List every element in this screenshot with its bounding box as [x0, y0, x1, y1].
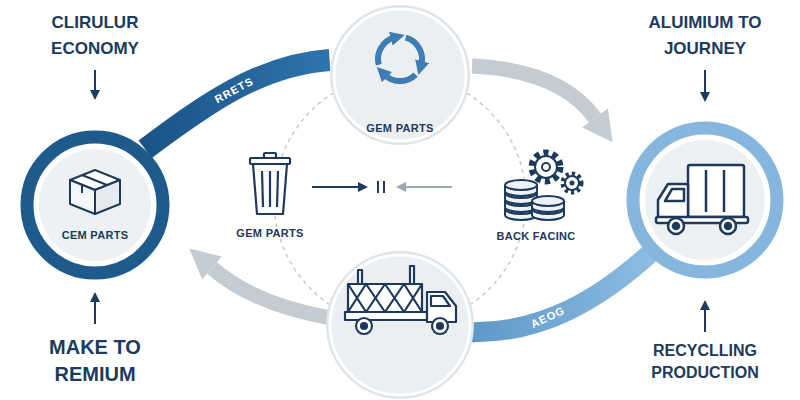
- truck-circle: [658, 184, 688, 220]
- truck-circle: [633, 128, 777, 272]
- recycle-icon: [384, 75, 415, 81]
- truck-circle: [348, 284, 422, 312]
- gear-coins-icon: [535, 156, 557, 178]
- flow-arrow: [472, 66, 595, 118]
- box-icon: [82, 175, 107, 185]
- pause-arrows: [312, 181, 452, 193]
- flow-arrow: [189, 248, 332, 318]
- recycle-icon: [406, 38, 422, 65]
- truck-circle: [656, 165, 748, 234]
- gear-coins-icon: [505, 180, 537, 190]
- truck-circle: [348, 284, 422, 312]
- bin-icon: [220, 150, 320, 220]
- heading-label: ALUIMIUM TO JOURNEY: [635, 10, 775, 62]
- truck-circle: [326, 251, 474, 399]
- flow-band: [145, 60, 329, 149]
- pause-arrows: [377, 181, 379, 193]
- truck-circle: [688, 165, 744, 217]
- pointer-arrow: [704, 70, 706, 100]
- truck-circle: [645, 140, 765, 260]
- heading-label: RECYCLLING PRODUCTION: [630, 340, 780, 384]
- box-icon: [70, 180, 95, 214]
- node-label: BACK FACINC: [476, 229, 596, 243]
- truck-circle: [432, 318, 448, 334]
- gear-coins-icon: [532, 153, 560, 181]
- flow-arrow: [582, 109, 613, 143]
- gear-coins-icon: [476, 145, 596, 225]
- truck-circle: [431, 296, 450, 306]
- flow-band: [466, 248, 656, 332]
- truck-circle: [720, 218, 736, 234]
- bin-icon: [250, 153, 290, 214]
- truck-circle: [723, 170, 726, 212]
- node-label: GEM PARTS: [328, 121, 472, 135]
- truck-circle: [345, 266, 456, 334]
- bin-icon: [269, 171, 271, 207]
- pointer-arrow: [94, 70, 96, 98]
- truck-circle: [330, 255, 470, 395]
- band-label: AEOG: [523, 301, 574, 334]
- truck-circle: [705, 170, 708, 212]
- box-icon: [95, 180, 120, 214]
- truck-circle: [410, 266, 414, 284]
- truck-circle: [345, 312, 427, 320]
- recycle-node: GEM PARTS: [328, 3, 472, 147]
- truck-circle: [668, 218, 684, 234]
- box-icon: [81, 185, 83, 193]
- truck-circle: [348, 284, 422, 312]
- truck-circle: [356, 318, 372, 334]
- recycle-icon: [378, 38, 394, 65]
- gear-coins-icon: [532, 196, 564, 206]
- bin-icon: [262, 171, 263, 207]
- truck-circle: [437, 323, 443, 329]
- band-label: RRETS: [195, 65, 272, 115]
- gear-coins-icon: [563, 174, 581, 192]
- node-label: CEM PARTS: [20, 228, 170, 242]
- box-icon: [70, 170, 120, 214]
- bin-icon: [277, 171, 278, 207]
- gear-coins-icon: [570, 181, 575, 186]
- ring-outline: [20, 130, 170, 280]
- bin-node: GEM PARTS: [220, 150, 320, 245]
- gear-coins-icon: [565, 176, 579, 190]
- gear-node: BACK FACINC: [476, 145, 596, 245]
- pointer-arrow: [704, 302, 706, 332]
- recycle-icon: [378, 38, 422, 81]
- heading-label: CLIRULUR ECONOMY: [30, 10, 160, 62]
- pause-arrows: [383, 181, 385, 193]
- pointer-arrow: [94, 294, 96, 324]
- flow-arrow: [472, 66, 613, 142]
- bin-icon: [253, 164, 287, 214]
- truck-circle: [358, 270, 362, 284]
- heading-label: MAKE TO REMIUM: [20, 334, 170, 388]
- node-label: GEM PARTS: [220, 226, 320, 240]
- ring-outline: [39, 149, 151, 261]
- circle-outline: [334, 9, 466, 141]
- pause-arrows: [312, 186, 366, 188]
- ring-outline: [27, 137, 163, 273]
- truck-circle: [725, 223, 731, 229]
- gear-coins-icon: [542, 163, 550, 171]
- truck-circle: [665, 189, 684, 201]
- truck-circle: [633, 128, 777, 272]
- pause-arrows: [398, 186, 452, 188]
- truck-circle: [326, 251, 474, 399]
- gear-coins-icon: [505, 180, 564, 220]
- truck-circle: [673, 223, 679, 229]
- ring-node: CEM PARTS: [20, 130, 170, 280]
- flow-arrow: [212, 268, 332, 318]
- truck-circle: [361, 323, 367, 329]
- flow-arrow: [189, 248, 222, 279]
